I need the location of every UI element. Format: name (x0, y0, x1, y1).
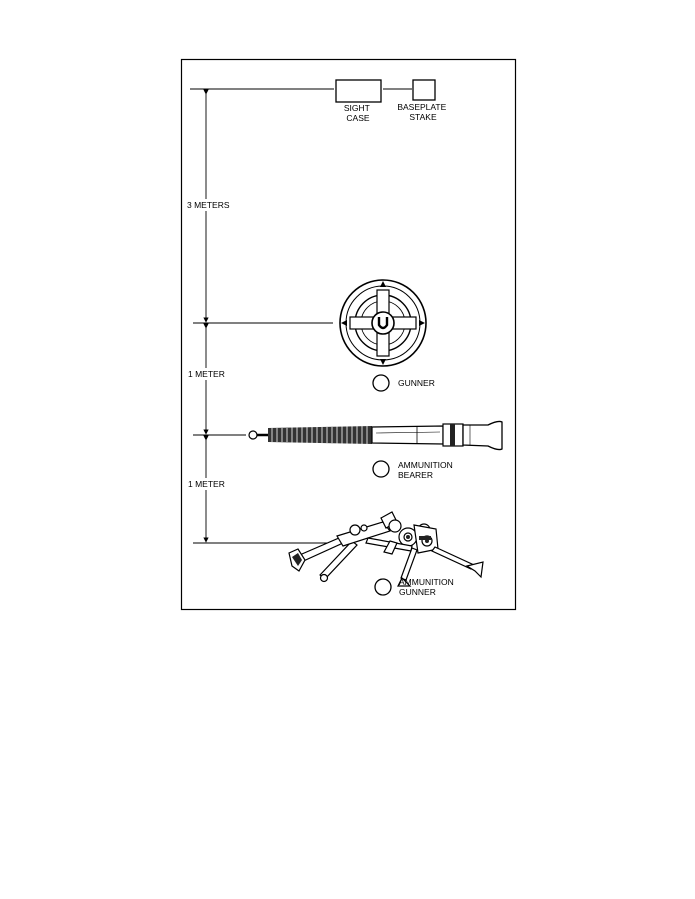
ammunition-bearer-line-2: BEARER (398, 470, 433, 480)
sight-case-line-1: SIGHT (344, 103, 370, 113)
sight-case-label: SIGHT CASE (344, 103, 372, 123)
distance-label-3-meters: 3 METERS (187, 200, 230, 210)
ammunition-gunner-line-1: AMMUNITION (399, 577, 454, 587)
distance-label-1-meter-upper: 1 METER (188, 369, 225, 379)
baseplate-stake-line-2: STAKE (409, 112, 437, 122)
bipod-shading (292, 535, 431, 566)
baseplate-illustration (339, 279, 427, 367)
ammunition-gunner-position-marker (374, 578, 392, 596)
gunner-label: GUNNER (398, 378, 435, 388)
distance-label-1-meter-lower: 1 METER (188, 479, 225, 489)
ammunition-bearer-line-1: AMMUNITION (398, 460, 453, 470)
sight-case-box (335, 79, 382, 103)
baseplate-stake-label: BASEPLATE STAKE (397, 102, 448, 122)
gunner-position-marker (372, 374, 390, 392)
sight-case-line-2: CASE (346, 113, 369, 123)
bipod-illustration (288, 511, 484, 587)
baseplate-stake-line-1: BASEPLATE (397, 102, 446, 112)
ammunition-gunner-line-2: GUNNER (399, 587, 436, 597)
ammunition-gunner-label: AMMUNITION GUNNER (399, 577, 456, 597)
mortar-barrel-illustration (248, 420, 503, 451)
ammunition-bearer-position-marker (372, 460, 390, 478)
ammunition-bearer-label: AMMUNITION BEARER (398, 460, 455, 480)
figure-border (180, 58, 517, 611)
baseplate-stake-box (412, 79, 436, 101)
